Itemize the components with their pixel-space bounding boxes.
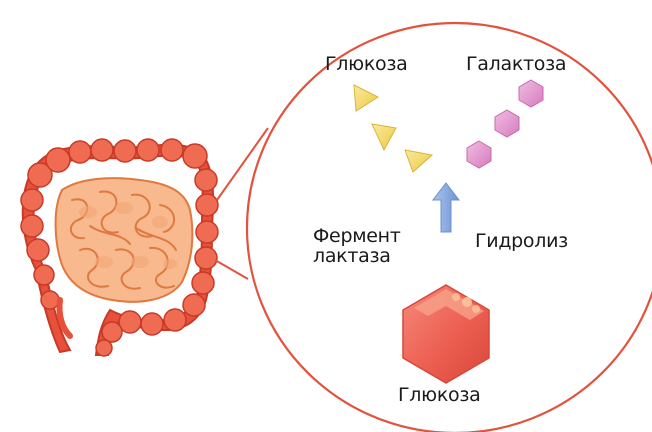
connector-line-bottom — [215, 260, 248, 279]
enzyme-label-line2: лактаза — [313, 246, 401, 266]
galactose-hexagon — [495, 110, 519, 137]
enzyme-label-line1: Фермент — [313, 226, 401, 246]
glucose-triangle — [405, 150, 432, 172]
galactose-hexagon — [519, 80, 543, 107]
glucose-triangle — [372, 124, 396, 150]
enzyme-label: Фермент лактаза — [313, 226, 401, 266]
hydrolysis-label: Гидролиз — [475, 232, 568, 251]
connector-line-top — [217, 128, 268, 200]
galactose-molecules — [467, 80, 543, 168]
glucose-triangle — [354, 85, 378, 111]
galactose-hexagon — [467, 141, 491, 168]
hydrolysis-arrow — [433, 183, 459, 232]
lactose-hexagon — [403, 285, 489, 383]
galactose-label: Галактоза — [466, 55, 566, 74]
glucose-label-bottom: Глюкоза — [398, 386, 480, 405]
glucose-molecules — [354, 85, 432, 172]
intestine-illustration — [21, 139, 218, 356]
glucose-label-top: Глюкоза — [325, 55, 407, 74]
